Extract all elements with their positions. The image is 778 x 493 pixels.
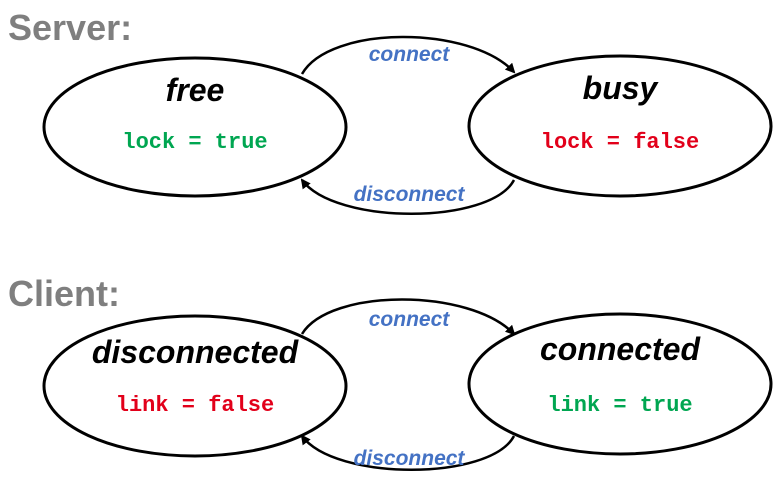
server-connect-arrow xyxy=(300,35,516,75)
server-disconnect-label: disconnect xyxy=(354,183,466,206)
server-section-title: Server: xyxy=(8,7,133,48)
client-disconnect-arrow xyxy=(300,434,516,471)
client-disconnect-label: disconnect xyxy=(354,447,466,470)
client-section-title: Client: xyxy=(8,273,120,314)
state-free: free lock = true xyxy=(42,56,348,198)
state-busy-ellipse xyxy=(467,54,773,198)
state-busy-lock-value: lock = false xyxy=(541,130,699,155)
state-busy-name: busy xyxy=(583,70,660,106)
server-state-diagram: connect disconnect free lock = true busy… xyxy=(42,35,773,215)
server-connect-label: connect xyxy=(369,43,451,66)
client-connect-arrow xyxy=(300,298,516,336)
state-connected: connected link = true xyxy=(467,312,773,456)
state-disconnected-link-value: link = false xyxy=(116,393,274,418)
state-busy: busy lock = false xyxy=(467,54,773,198)
state-disconnected-ellipse xyxy=(42,314,348,458)
state-disconnected: disconnected link = false xyxy=(42,314,348,458)
state-free-name: free xyxy=(166,72,225,108)
state-free-ellipse xyxy=(42,56,348,198)
client-connect-label: connect xyxy=(369,308,451,331)
client-state-diagram: connect disconnect disconnected link = f… xyxy=(42,298,773,471)
server-disconnect-arrow xyxy=(300,178,516,215)
state-connected-name: connected xyxy=(540,331,701,367)
state-connected-ellipse xyxy=(467,312,773,456)
state-connected-link-value: link = true xyxy=(547,393,692,418)
state-disconnected-name: disconnected xyxy=(92,334,300,370)
state-free-lock-value: lock = true xyxy=(122,130,267,155)
